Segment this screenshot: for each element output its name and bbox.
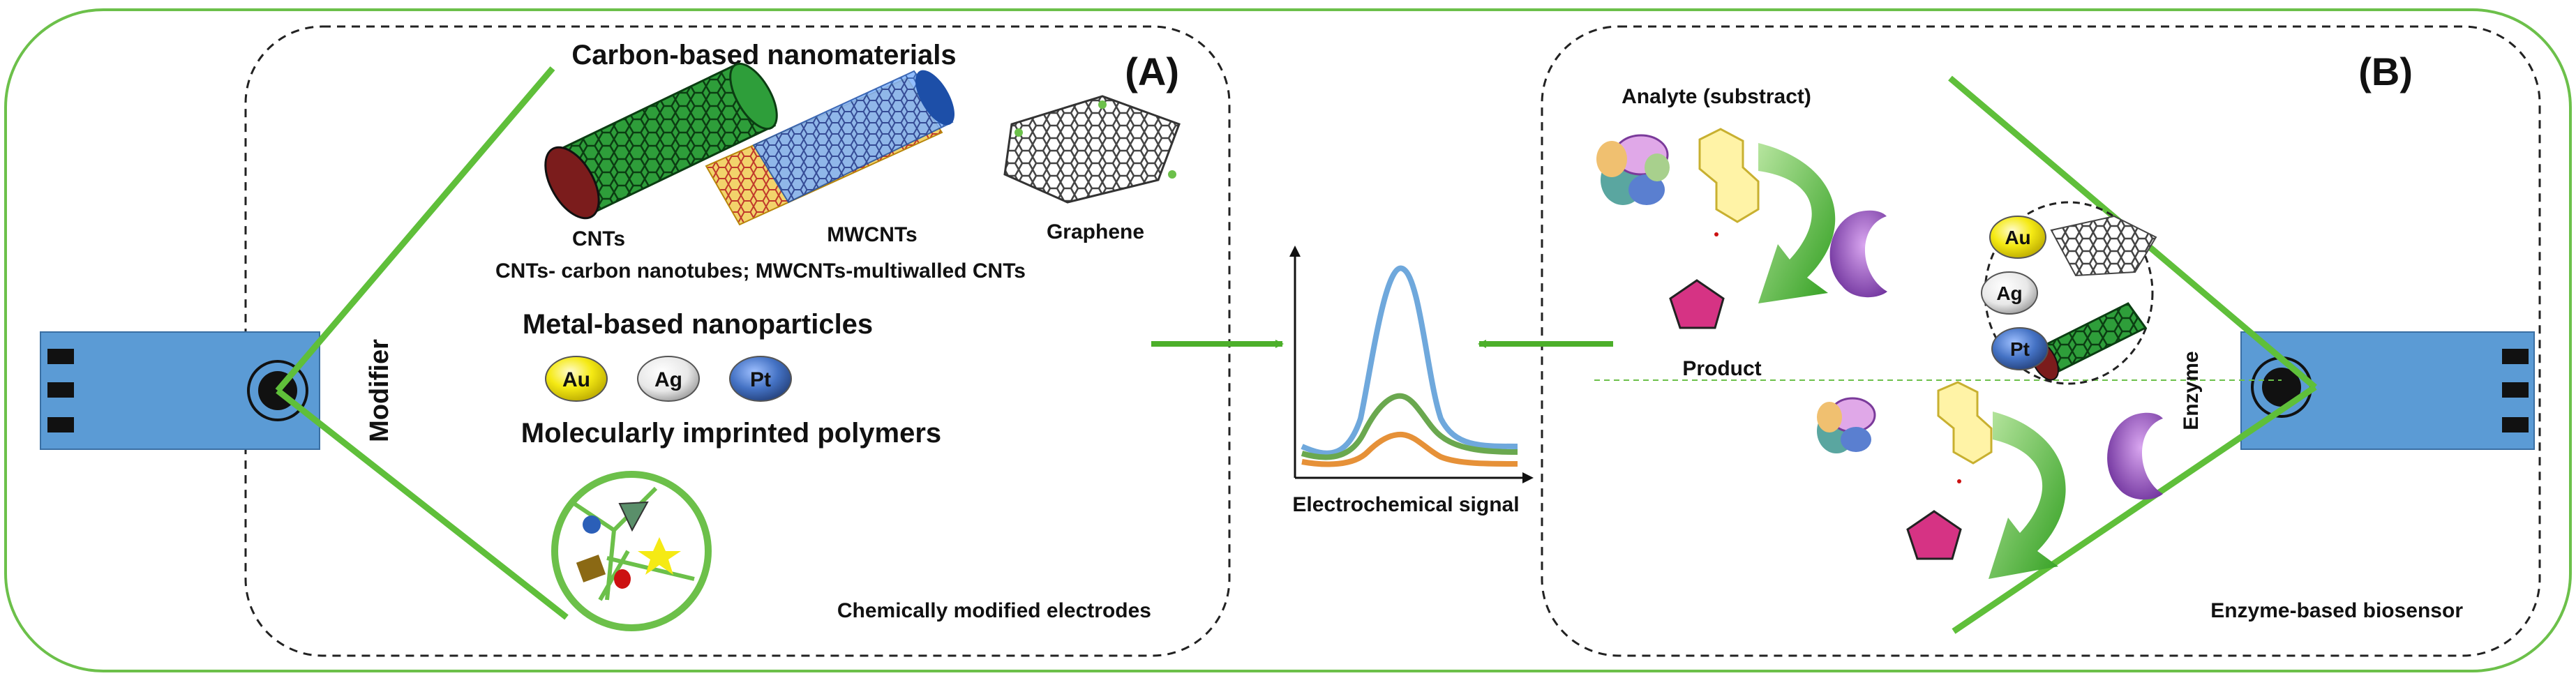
- platinum-nanoparticle: [729, 356, 792, 402]
- analyte-label: Analyte (substract): [1622, 85, 1811, 108]
- graphene-sheet: [1003, 95, 1181, 204]
- silver-label: Ag: [654, 368, 682, 391]
- graphene-edge-atom: [1098, 100, 1107, 109]
- template-molecule: [614, 569, 631, 589]
- metal-heading: Metal-based nanoparticles: [523, 309, 873, 340]
- gold-label-b: Au: [2005, 227, 2030, 248]
- zoom-line-bottom: [276, 388, 569, 620]
- analyte-molecules-top: [1596, 128, 1760, 236]
- graphene-edge-atom: [1014, 128, 1023, 137]
- platinum-nanoparticle-b: [1991, 327, 2049, 370]
- graphene-label: Graphene: [1047, 220, 1144, 243]
- signal-curve-green: [1301, 393, 1518, 460]
- analyte-molecules-bottom: [1817, 381, 1993, 483]
- template-molecule: [576, 555, 606, 582]
- panel-b-label: (B): [2358, 50, 2413, 93]
- mip-polymer-chains: [571, 486, 695, 601]
- mwcnt-label: MWCNTs: [827, 223, 917, 246]
- signal-chart: [1289, 246, 1534, 483]
- template-molecule: [618, 501, 649, 532]
- signal-label: Electrochemical signal: [1292, 493, 1519, 516]
- silver-nanoparticle: [637, 356, 700, 402]
- electrode-contact: [2502, 417, 2529, 432]
- analyte-blob: [1628, 174, 1665, 205]
- cnt-tube-opening: [544, 146, 600, 220]
- modifier-label: Modifier: [365, 339, 394, 442]
- electrode-contact: [47, 382, 74, 398]
- silver-label-b: Ag: [1996, 283, 2022, 304]
- analyte-atom: [1957, 479, 1961, 483]
- template-molecule: [638, 537, 681, 575]
- panel-b-frame: [1541, 25, 2541, 657]
- panel-a-label: (A): [1125, 50, 1179, 93]
- curved-arrow-bottom: [1989, 412, 2066, 579]
- analyte-blob: [1817, 402, 1842, 432]
- right-electrode: [1948, 75, 2535, 634]
- gold-nanoparticle-b: [1989, 216, 2046, 259]
- nanomaterial-cluster: Au Ag Pt: [1981, 201, 2157, 385]
- platinum-label: Pt: [750, 368, 771, 391]
- curved-arrow-top: [1758, 143, 1836, 303]
- enzyme-label: Enzyme: [2180, 351, 2203, 430]
- mip-polymer-ring: [551, 471, 712, 631]
- platinum-label-b: Pt: [2010, 338, 2030, 360]
- panel-b-caption: Enzyme-based biosensor: [2210, 599, 2463, 622]
- graphene-edge-atom: [1168, 170, 1176, 179]
- zoom-line-top: [275, 66, 555, 393]
- signal-curve-orange: [1301, 431, 1518, 467]
- mip-heading: Molecularly imprinted polymers: [521, 418, 941, 449]
- template-molecule: [583, 515, 601, 534]
- signal-curve-blue: [1301, 265, 1518, 456]
- electrode-contact: [2502, 382, 2529, 398]
- product-label: Product: [1682, 357, 1761, 380]
- cnt-illustration: [544, 62, 778, 220]
- cnt-footnote: CNTs- carbon nanotubes; MWCNTs-multiwall…: [495, 259, 1026, 283]
- cnt-tube-end: [729, 62, 778, 130]
- silver-nanoparticle-b: [1981, 271, 2038, 315]
- left-electrode: [40, 66, 569, 620]
- gold-label: Au: [562, 368, 590, 391]
- outer-frame: [4, 8, 2572, 672]
- electrode-contact: [47, 417, 74, 432]
- graphene-illustration: [1003, 95, 1181, 204]
- analyte-ring-molecule: [1937, 381, 1993, 465]
- zoom-line-bottom-b: [1952, 384, 2317, 634]
- analyte-blob: [1841, 427, 1871, 452]
- mwcnt-end: [915, 70, 954, 126]
- electrode-contact: [47, 349, 74, 364]
- electrode-contact: [2502, 349, 2529, 364]
- cnt-label: CNTs: [572, 227, 625, 250]
- enzyme-top: [1829, 210, 1887, 298]
- analyte-blob: [1596, 141, 1627, 177]
- gold-nanoparticle: [545, 356, 608, 402]
- working-electrode-ring: [247, 360, 308, 421]
- working-electrode: [2262, 368, 2301, 407]
- product-pentagon-bottom: [1906, 510, 1962, 560]
- mwcnt-illustration: [705, 70, 954, 226]
- analyte-blob: [1645, 153, 1670, 181]
- mip-illustration: [551, 471, 712, 631]
- enzyme-bottom: [2107, 412, 2163, 500]
- analyte-atom: [1714, 232, 1718, 236]
- metal-nanoparticles-a: Au Ag Pt: [545, 356, 792, 402]
- carbon-heading: Carbon-based nanomaterials: [571, 40, 956, 70]
- panel-a-caption: Chemically modified electrodes: [837, 599, 1151, 622]
- analyte-ring-molecule: [1698, 128, 1760, 223]
- graphene-sheet-b: [2050, 215, 2157, 277]
- product-pentagon: [1669, 279, 1725, 329]
